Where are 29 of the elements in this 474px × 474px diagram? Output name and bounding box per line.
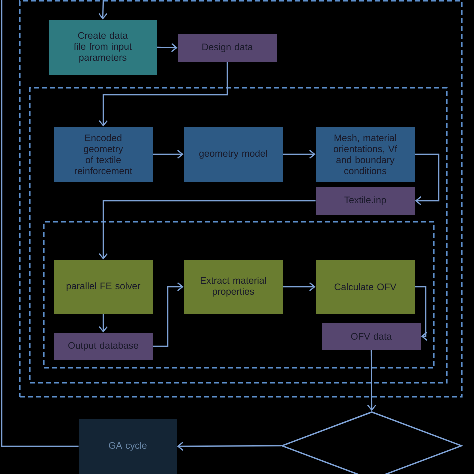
process-box: parallel FE solver bbox=[54, 260, 153, 314]
arrow bbox=[415, 154, 440, 206]
arrow bbox=[283, 150, 316, 159]
arrow bbox=[153, 282, 184, 348]
arrow bbox=[153, 150, 184, 159]
data-box: Output database bbox=[54, 333, 153, 360]
arrow bbox=[157, 43, 178, 52]
process-box: GA cycle bbox=[79, 419, 177, 474]
data-box: OFV data bbox=[322, 323, 421, 350]
data-box: Design data bbox=[178, 34, 277, 62]
process-box: geometry model bbox=[184, 127, 283, 182]
process-box: Mesh, material orientations, Vf and boundary conditions bbox=[316, 127, 415, 182]
process-box: Encoded geometry of textile reinforcement bbox=[54, 127, 153, 182]
arrow bbox=[367, 350, 376, 412]
process-box: Calculate OFV bbox=[316, 260, 415, 314]
arrow bbox=[98, 0, 108, 20]
process-box: Extract material properties bbox=[184, 260, 283, 314]
arrow bbox=[99, 314, 108, 333]
arrow bbox=[283, 282, 316, 292]
data-box: Textile.inp bbox=[316, 187, 415, 215]
process-box: Create data file from input parameters bbox=[49, 20, 157, 75]
arrow bbox=[415, 286, 428, 341]
arrow bbox=[99, 62, 228, 127]
arrow bbox=[177, 442, 282, 451]
dashed-frame bbox=[19, 0, 463, 398]
dashed-frame bbox=[29, 87, 448, 384]
arrow bbox=[99, 200, 316, 260]
dashed-frame bbox=[43, 221, 435, 369]
connector-line bbox=[1, 0, 79, 448]
